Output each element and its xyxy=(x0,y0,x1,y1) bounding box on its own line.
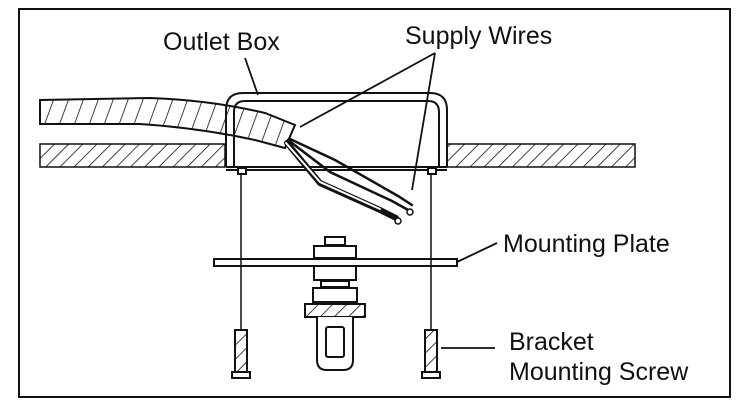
outlet-box-leader xyxy=(244,57,259,96)
supply-wires-label: Supply Wires xyxy=(405,22,553,50)
supply-wires xyxy=(284,137,414,225)
mounting-plate-leader xyxy=(456,242,498,263)
screw-guide-lines xyxy=(240,174,432,330)
supply-wires-leader-2 xyxy=(411,52,436,191)
supply-wires-leader-1 xyxy=(299,52,436,128)
bracket-mounting-screws xyxy=(231,329,441,379)
ceiling xyxy=(39,143,636,168)
outlet-box-label: Outlet Box xyxy=(163,28,280,56)
bracket-screw-label-line1: Bracket xyxy=(509,328,594,356)
callout-lines xyxy=(244,52,498,349)
mounting-plate xyxy=(213,258,458,267)
center-nipple-assembly xyxy=(304,236,366,371)
supply-cable xyxy=(39,96,297,150)
diagram-frame xyxy=(18,8,731,398)
mounting-plate-label: Mounting Plate xyxy=(503,230,670,258)
bracket-screw-label-line2: Mounting Screw xyxy=(509,358,689,386)
